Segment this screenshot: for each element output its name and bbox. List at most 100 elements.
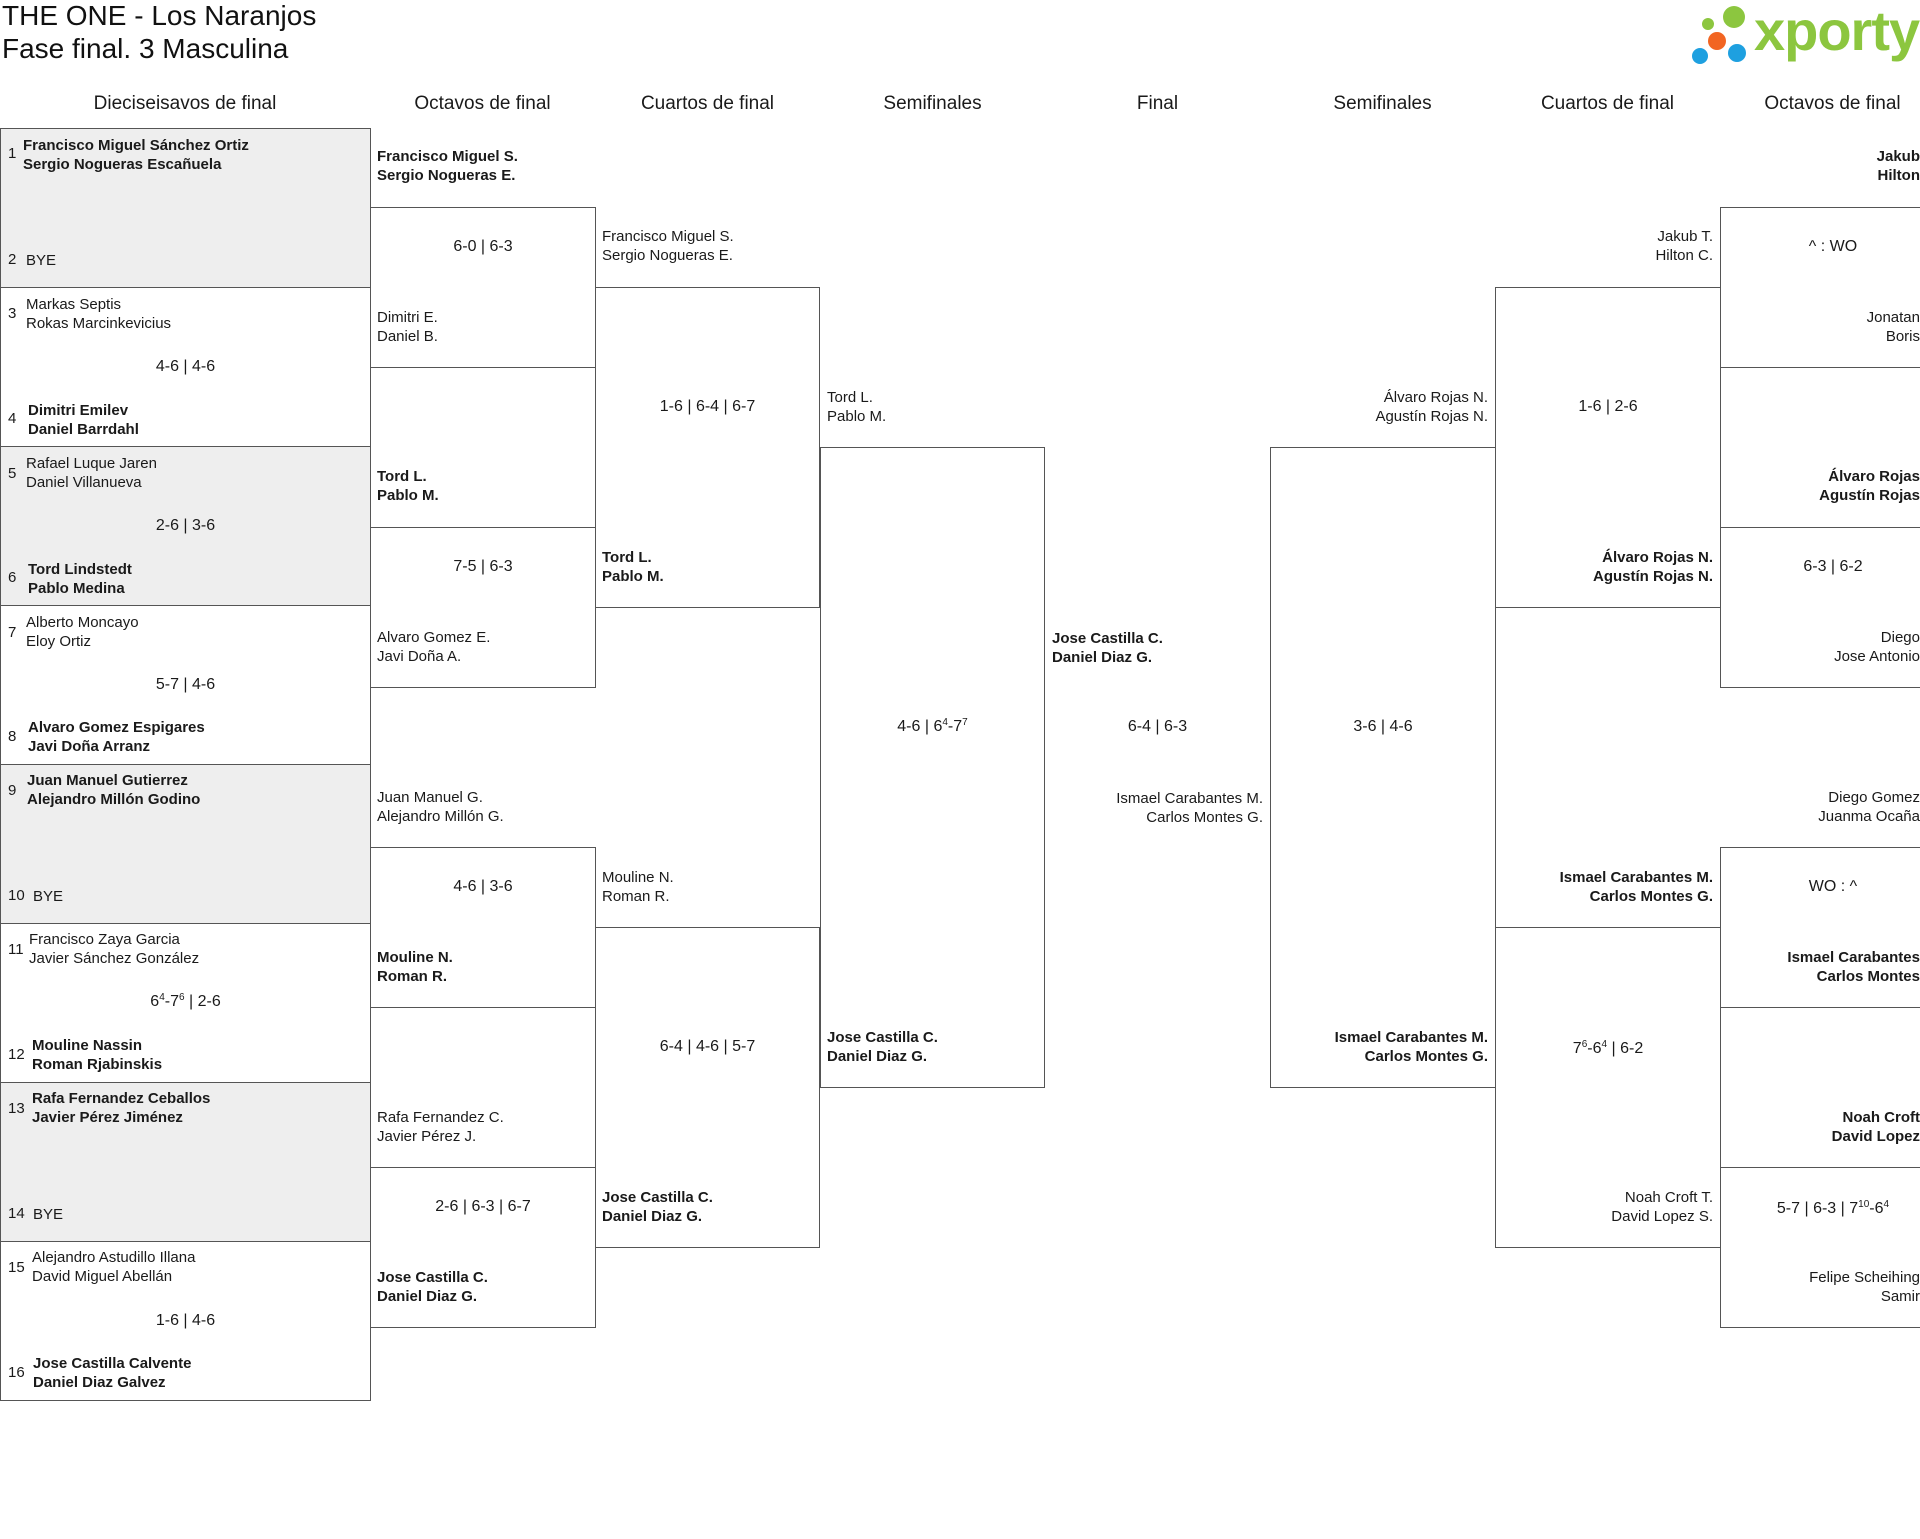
match-score: 4-6 | 64-77 — [897, 717, 968, 736]
team-player: Rafael Luque Jaren — [26, 455, 157, 472]
team-player: Boris — [1885, 328, 1920, 345]
seed-number: 11 — [8, 941, 24, 958]
team-player: Juanma Ocaña — [1818, 808, 1920, 825]
team-player: Mouline N. — [602, 869, 674, 886]
team-player: Sergio Nogueras E. — [377, 167, 516, 184]
team-player: Pablo M. — [602, 568, 664, 585]
team-player: Alejandro Astudillo Illana — [32, 1249, 196, 1266]
team-player: Javier Sánchez González — [29, 950, 200, 967]
team-player: Tord L. — [827, 389, 873, 406]
header-qf-right: Cuartos de final — [1540, 93, 1675, 114]
team-player: David Lopez — [1831, 1128, 1920, 1145]
team-player: Álvaro Rojas N. — [1383, 389, 1488, 406]
match-score: 3-6 | 4-6 — [1353, 718, 1413, 735]
team-player: Francisco Miguel Sánchez Ortiz — [23, 137, 249, 154]
match-score: 2-6 | 6-3 | 6-7 — [435, 1198, 531, 1215]
team-player: Alejandro Millón G. — [377, 808, 504, 825]
team-player: Pablo Medina — [28, 580, 125, 597]
tournament-subtitle: Fase final. 3 Masculina — [2, 33, 289, 64]
sf-left-match — [820, 447, 1045, 1088]
xporty-logo: xporty — [1690, 0, 1920, 68]
team-player: Daniel B. — [377, 328, 438, 345]
team-player: Roman R. — [602, 888, 670, 905]
header-r16-right: Octavos de final — [1764, 93, 1901, 114]
header-final: Final — [1136, 93, 1179, 114]
team-player: Mouline Nassin — [32, 1037, 143, 1054]
team-player: Carlos Montes — [1816, 968, 1920, 985]
r16-right-match-2 — [1720, 527, 1920, 688]
match-score: 6-4 | 4-6 | 5-7 — [659, 1038, 756, 1055]
seed-number: 2 — [8, 251, 17, 268]
bye-label: BYE — [26, 252, 57, 269]
team-player: Agustín Rojas N. — [1592, 568, 1713, 585]
team-player: Daniel Diaz G. — [1052, 649, 1153, 666]
team-player: Ismael Carabantes M. — [1116, 790, 1263, 807]
team-player: Jose Castilla C. — [377, 1269, 488, 1286]
seed-number: 5 — [8, 465, 17, 482]
header-r32-left: Dieciseisavos de final — [93, 93, 277, 114]
bye-label: BYE — [33, 1206, 64, 1223]
team-player: Álvaro Rojas N. — [1602, 549, 1713, 566]
seed-number: 15 — [8, 1259, 25, 1276]
seed-number: 4 — [8, 410, 17, 427]
team-player: Samir — [1880, 1288, 1920, 1305]
team-player: Ismael Carabantes — [1787, 949, 1920, 966]
seed-number: 7 — [8, 624, 17, 641]
team-player: Daniel Villanueva — [26, 474, 142, 491]
match-score: WO : ^ — [1808, 878, 1858, 895]
seed-number: 12 — [8, 1046, 25, 1063]
team-player: Tord L. — [602, 549, 652, 566]
team-player: Hilton — [1877, 167, 1920, 184]
seed-number: 3 — [8, 305, 17, 322]
match-score: 4-6 | 3-6 — [453, 878, 513, 895]
team-player: Alvaro Gomez E. — [377, 629, 491, 646]
team-player: David Lopez S. — [1611, 1208, 1713, 1225]
team-player: Rafa Fernandez C. — [377, 1109, 504, 1126]
seed-number: 14 — [8, 1205, 25, 1222]
match-score: 5-7 | 6-3 | 710-64 — [1776, 1199, 1890, 1218]
match-score: 64-76 | 2-6 — [150, 992, 221, 1011]
team-player: Agustín Rojas N. — [1375, 408, 1488, 425]
match-score: 1-6 | 2-6 — [1578, 398, 1638, 415]
team-player: Francisco Miguel S. — [602, 228, 734, 245]
qf-left-match-1 — [595, 287, 820, 608]
qf-left-match-2 — [595, 927, 820, 1248]
team-player: Rokas Marcinkevicius — [26, 315, 172, 332]
match-score: 6-3 | 6-2 — [1803, 558, 1863, 575]
team-player: Jakub T. — [1657, 228, 1713, 245]
seed-number: 8 — [8, 728, 17, 745]
seed-number: 13 — [8, 1100, 25, 1117]
seed-number: 1 — [8, 145, 17, 162]
team-player: Javi Doña Arranz — [28, 738, 150, 755]
header-r16-left: Octavos de final — [414, 93, 551, 114]
qf-right-match-2 — [1495, 927, 1721, 1248]
team-player: Javier Pérez Jiménez — [32, 1109, 183, 1126]
match-score: 1-6 | 4-6 — [155, 1312, 216, 1329]
r32-match-7 — [0, 1082, 371, 1242]
team-player: Mouline N. — [377, 949, 453, 966]
team-player: Carlos Montes G. — [1589, 888, 1713, 905]
team-player: Francisco Zaya Garcia — [29, 931, 180, 948]
qf-right-match-1 — [1495, 287, 1721, 608]
seed-number: 9 — [8, 782, 17, 799]
r32-match-1 — [0, 128, 371, 288]
team-player: Daniel Diaz G. — [827, 1048, 928, 1065]
team-player: Javier Pérez J. — [377, 1128, 477, 1145]
team-player: Felipe Scheihing — [1809, 1269, 1920, 1286]
team-player: Jakub — [1876, 148, 1920, 165]
sf-right-match — [1270, 447, 1496, 1088]
match-score: 76-64 | 6-2 — [1572, 1039, 1644, 1058]
team-player: Noah Croft T. — [1624, 1189, 1713, 1206]
team-player: Jose Castilla Calvente — [33, 1355, 192, 1372]
team-player: Eloy Ortiz — [26, 633, 92, 650]
team-player: Carlos Montes G. — [1364, 1048, 1488, 1065]
team-player: Diego Gomez — [1828, 789, 1920, 806]
team-player: Juan Manuel Gutierrez — [27, 772, 188, 789]
team-player: Álvaro Rojas — [1828, 468, 1920, 485]
final-score: 6-4 | 6-3 — [1127, 718, 1188, 735]
tournament-title: THE ONE - Los Naranjos — [2, 0, 317, 31]
team-player: Jose Castilla C. — [827, 1029, 938, 1046]
match-score: 1-6 | 6-4 | 6-7 — [659, 398, 756, 415]
team-player: Carlos Montes G. — [1146, 809, 1263, 826]
match-score: ^ : WO — [1808, 238, 1858, 255]
